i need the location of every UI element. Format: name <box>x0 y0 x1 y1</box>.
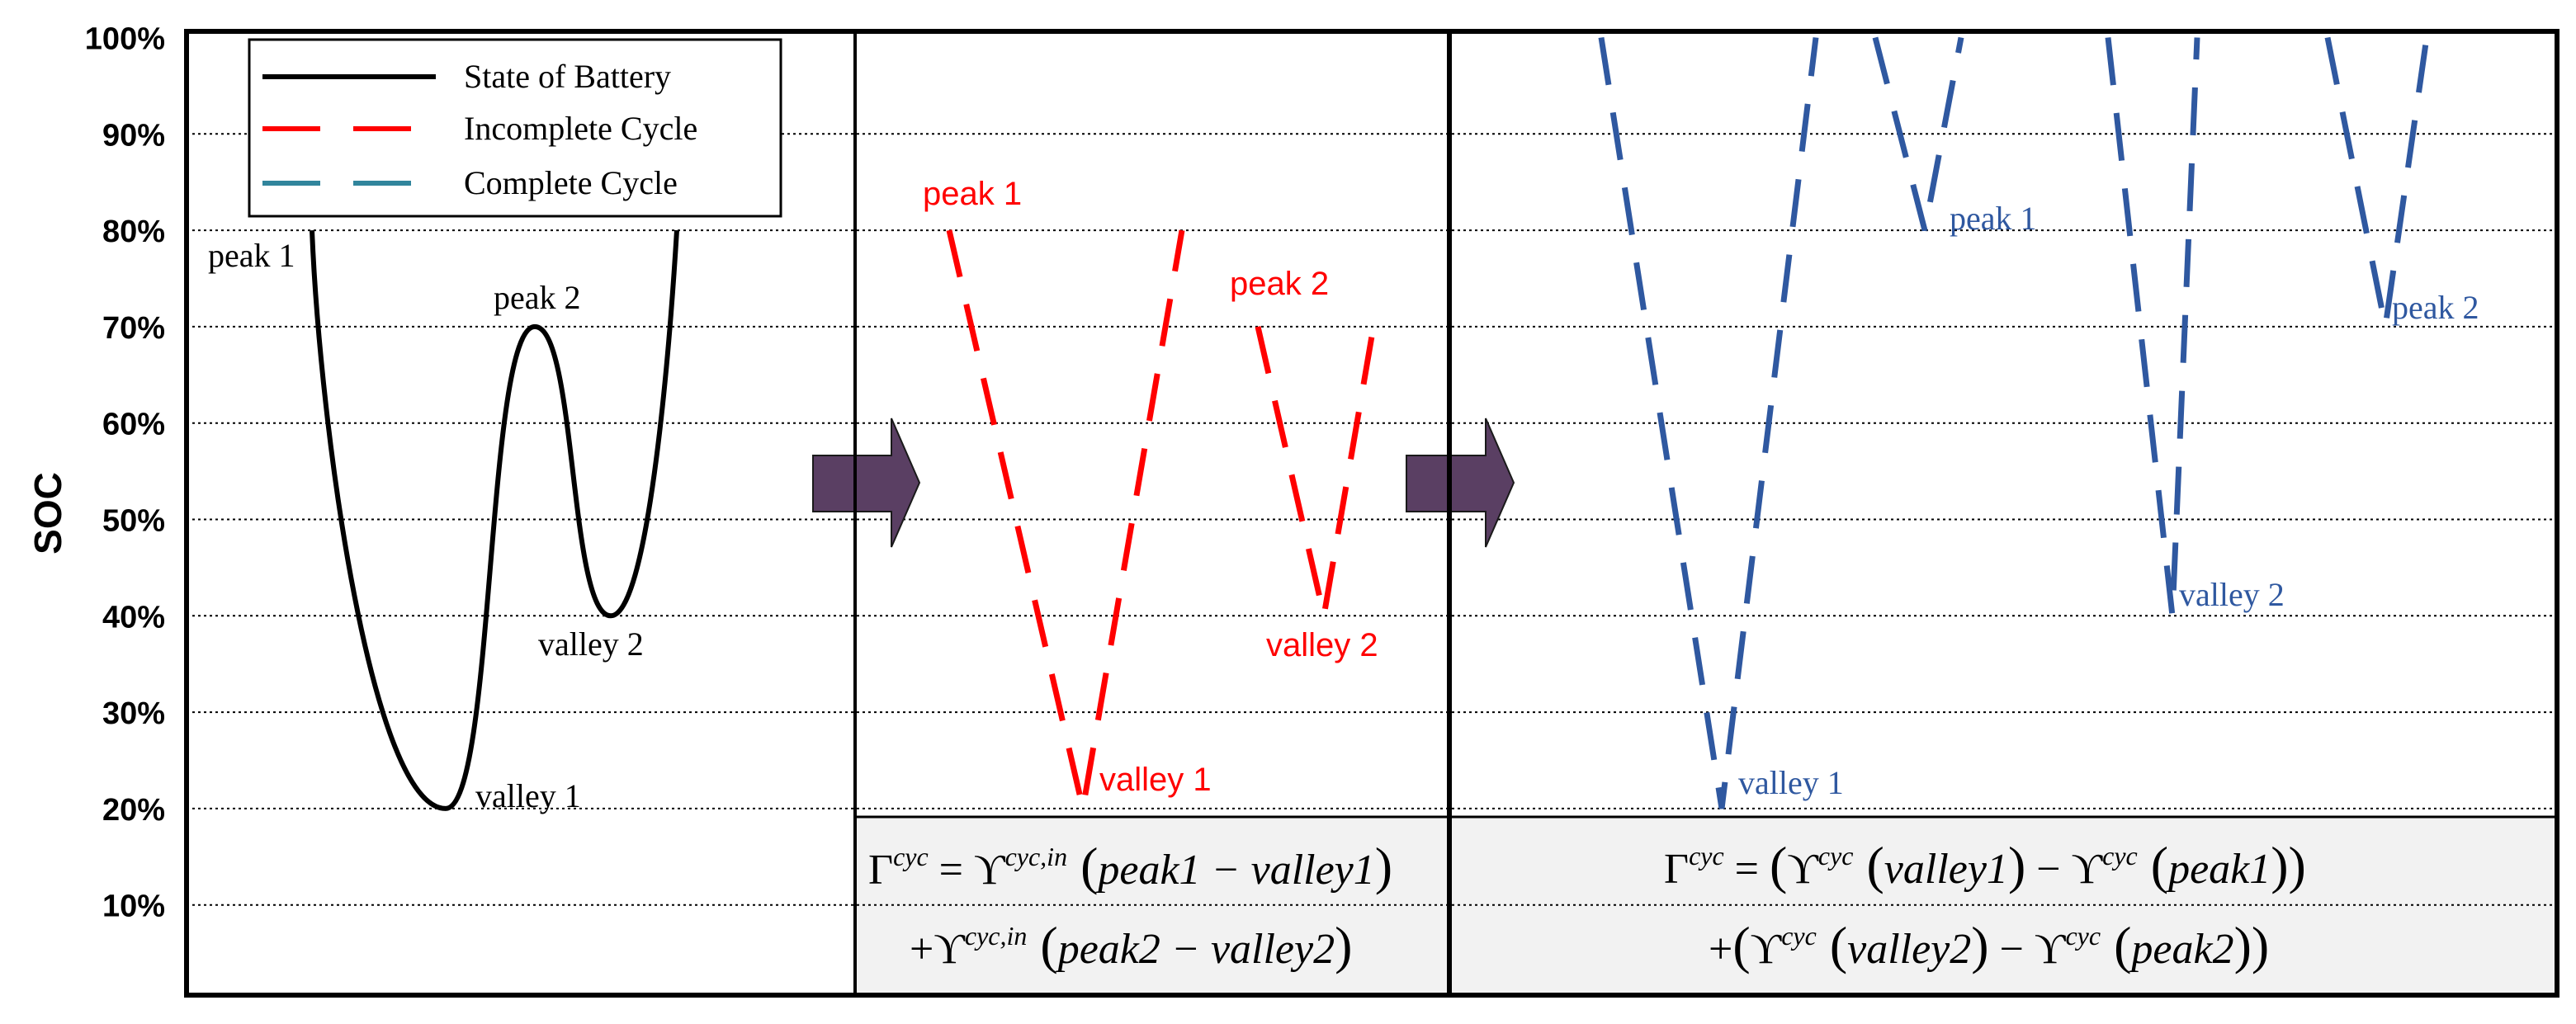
formula-complete: Γcyc = (ϒcyc (valley1) − ϒcyc (peak1)) +… <box>1664 836 2306 974</box>
y-tick-label: 50% <box>102 504 165 539</box>
y-tick-label: 100% <box>85 22 165 57</box>
formula-superscript: cyc <box>2102 841 2138 871</box>
formula-argument: valley1 <box>1884 846 2008 893</box>
y-tick-label: 70% <box>102 311 165 346</box>
label-peak1-incomplete: peak 1 <box>923 176 1022 212</box>
label-valley1-complete: valley 1 <box>1738 764 1844 801</box>
svg-text:+ϒcyc,in (peak2 − valley2): +ϒcyc,in (peak2 − valley2) <box>910 916 1352 974</box>
y-axis-ticks: 10% 20% 30% 40% 50% 60% 70% 80% 90% 100% <box>85 22 165 924</box>
formula-symbol: = ϒ <box>929 847 1006 894</box>
label-peak1-state: peak 1 <box>208 237 295 274</box>
panel-frames <box>184 29 2559 998</box>
label-peak2-state: peak 2 <box>494 279 581 316</box>
y-tick-label: 90% <box>102 118 165 153</box>
incomplete-cycle-line <box>946 229 1377 809</box>
label-peak2-complete: peak 2 <box>2392 289 2479 326</box>
y-tick-label: 20% <box>102 793 165 828</box>
arrow-right-icon <box>812 418 921 548</box>
formula-argument: peak1 <box>2165 846 2271 893</box>
formula-superscript: cyc <box>1781 921 1817 951</box>
formula-symbol: ϒ <box>2035 926 2067 973</box>
y-tick-label: 30% <box>102 696 165 731</box>
state-of-battery-line <box>310 229 679 811</box>
formula-superscript: cyc,in <box>965 921 1028 951</box>
complete-cycle-line <box>1598 36 2430 809</box>
svg-text:+(ϒcyc (valley2) − ϒcyc (peak2: +(ϒcyc (valley2) − ϒcyc (peak2)) <box>1709 916 2269 974</box>
label-valley2-incomplete: valley 2 <box>1266 627 1378 663</box>
formula-symbol: Γ <box>1664 846 1689 893</box>
y-axis-title: SOC <box>26 472 69 554</box>
svg-text:Γcyc = ϒcyc,in (peak1 − valley: Γcyc = ϒcyc,in (peak1 − valley1) <box>868 837 1392 895</box>
formula-incomplete: Γcyc = ϒcyc,in (peak1 − valley1) +ϒcyc,i… <box>868 837 1392 974</box>
formula-superscript: cyc,in <box>1005 842 1068 871</box>
y-tick-label: 60% <box>102 408 165 442</box>
formula-argument: valley2 <box>1847 926 1971 973</box>
formula-bg-incomplete <box>855 817 1449 995</box>
legend-label-incomplete: Incomplete Cycle <box>464 110 697 147</box>
formula-symbol: ϒ <box>1787 846 1819 893</box>
label-peak1-complete: peak 1 <box>1950 200 2037 237</box>
formula-argument: peak1 − valley1 <box>1094 847 1374 894</box>
label-valley2-complete: valley 2 <box>2179 576 2285 613</box>
formula-symbol: +ϒ <box>910 926 966 973</box>
legend: State of Battery Incomplete Cycle Comple… <box>248 38 782 218</box>
y-tick-label: 80% <box>102 215 165 249</box>
legend-label-complete: Complete Cycle <box>464 164 678 201</box>
label-valley2-state: valley 2 <box>538 625 644 663</box>
formula-symbol: ϒ <box>1751 926 1783 973</box>
formula-superscript: cyc <box>1818 841 1854 871</box>
svg-text:Γcyc = (ϒcyc (valley1) − ϒcyc: Γcyc = (ϒcyc (valley1) − ϒcyc (peak1)) <box>1664 836 2306 894</box>
formula-superscript: cyc <box>893 842 929 871</box>
formula-symbol: ϒ <box>2072 846 2104 893</box>
arrow-right-icon <box>1406 418 1515 548</box>
label-valley1-incomplete: valley 1 <box>1099 762 1212 798</box>
label-valley1-state: valley 1 <box>475 777 581 814</box>
legend-label-state: State of Battery <box>464 58 671 95</box>
formula-superscript: cyc <box>2065 921 2101 951</box>
formula-argument: peak2 − valley2 <box>1055 926 1335 973</box>
formula-bg-complete <box>1449 817 2559 995</box>
formula-symbol: Γ <box>868 847 893 894</box>
formula-superscript: cyc <box>1689 841 1724 871</box>
label-peak2-incomplete: peak 2 <box>1230 266 1329 302</box>
y-tick-label: 10% <box>102 890 165 924</box>
y-tick-label: 40% <box>102 600 165 635</box>
formula-argument: peak2 <box>2128 926 2233 973</box>
